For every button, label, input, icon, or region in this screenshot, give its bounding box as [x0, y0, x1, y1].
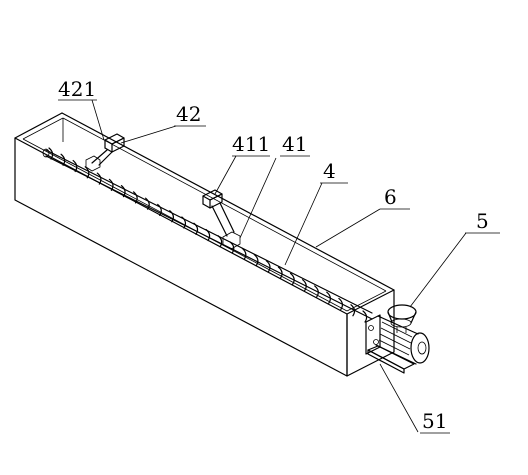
leader-lines — [58, 99, 500, 434]
screw-conveyor — [42, 147, 373, 323]
screw-flight — [314, 285, 319, 298]
reference-numerals: 421 42 411 41 4 6 5 51 — [58, 77, 489, 433]
motor-5 — [365, 304, 430, 374]
screw-flight — [253, 253, 259, 267]
screw-flight — [362, 310, 368, 323]
screw-flight — [302, 279, 307, 292]
screw-flight — [120, 185, 126, 198]
screw-flight — [265, 260, 271, 273]
label-6: 6 — [384, 185, 397, 209]
trough-body — [14, 112, 395, 377]
screw-flight — [193, 222, 199, 235]
screw-flight — [108, 178, 114, 191]
screw-flights — [48, 147, 368, 323]
screw-flight — [145, 197, 150, 210]
screw-flight — [60, 153, 66, 166]
label-5: 5 — [476, 209, 489, 233]
bracket-41 — [202, 189, 241, 250]
label-421: 421 — [58, 77, 96, 101]
screw-flight — [241, 247, 247, 260]
screw-flight — [338, 297, 344, 311]
bracket-42 — [85, 133, 125, 172]
screw-flight — [169, 210, 174, 223]
screw-flight — [289, 272, 295, 285]
label-42: 42 — [176, 102, 201, 126]
screw-flight — [132, 191, 138, 204]
screw-flight — [181, 216, 187, 229]
screw-flight — [326, 291, 331, 304]
screw-flight — [48, 147, 54, 160]
screw-flight — [72, 159, 78, 173]
label-411: 411 — [232, 132, 270, 156]
screw-flight — [157, 203, 162, 217]
screw-flight — [96, 172, 102, 185]
screw-flight — [350, 304, 356, 317]
label-41: 41 — [282, 132, 307, 156]
screw-flight — [277, 266, 283, 279]
screw-flight — [217, 235, 223, 248]
label-51: 51 — [422, 409, 447, 433]
screw-flight — [84, 166, 90, 179]
label-4: 4 — [323, 159, 336, 183]
screw-flight — [205, 228, 211, 242]
